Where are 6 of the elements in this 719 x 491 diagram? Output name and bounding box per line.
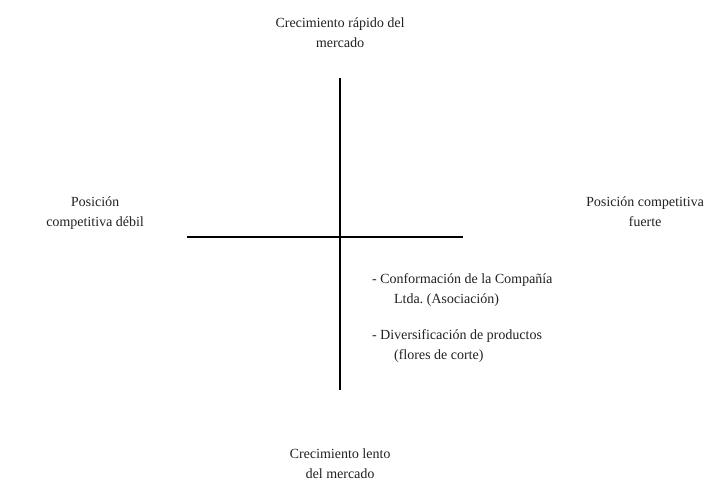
- axis-label: Posición competitiva débil: [45, 194, 145, 232]
- axis-label: Crecimiento lento del mercado: [288, 446, 392, 484]
- axis-label: Posición competitiva fuerte: [585, 194, 705, 232]
- strategy-text: - Conformación de la Compañía Ltda. (Asociación): [372, 271, 554, 309]
- strategy-text: - Diversificación de productos (flores de corte): [372, 327, 543, 365]
- axis-label: Crecimiento rápido del mercado: [274, 15, 406, 53]
